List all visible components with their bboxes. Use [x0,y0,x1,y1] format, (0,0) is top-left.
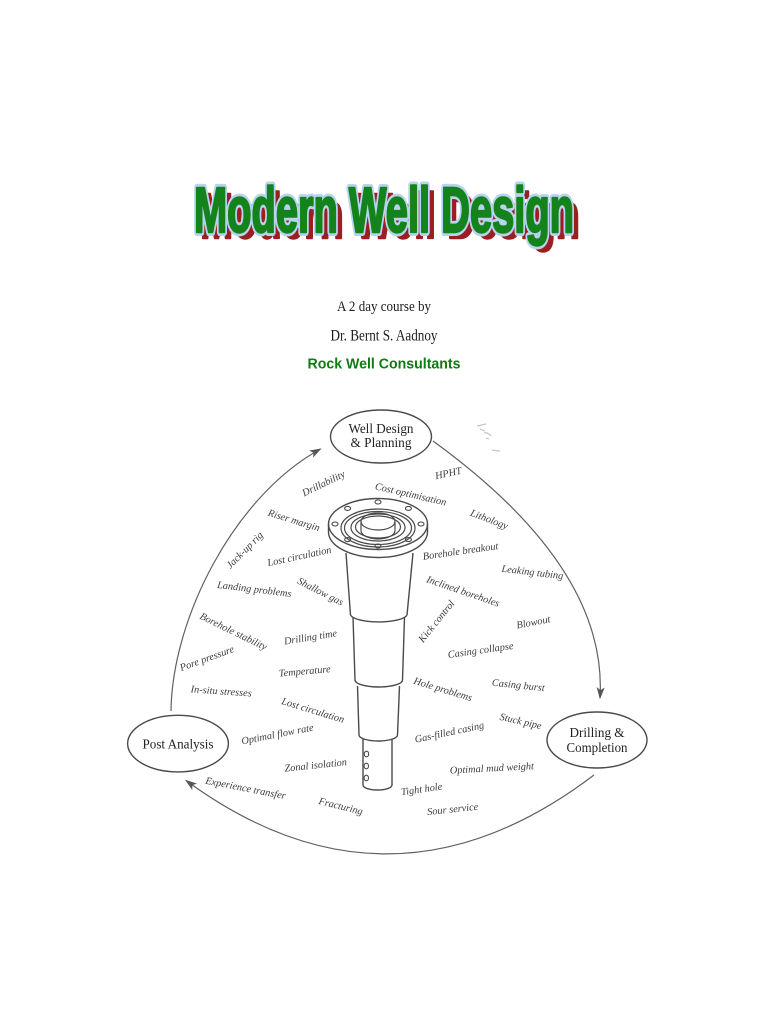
svg-text:Hole problems: Hole problems [411,676,473,705]
svg-text:Pore pressure: Pore pressure [178,644,237,674]
svg-text:Gas-filled casing: Gas-filled casing [414,720,485,745]
svg-text:Experience transfer: Experience transfer [203,776,287,803]
svg-text:Blowout: Blowout [516,614,553,632]
svg-text:Borehole breakout: Borehole breakout [422,541,500,563]
svg-text:& Planning: & Planning [351,435,412,450]
svg-text:Completion: Completion [567,740,628,755]
svg-text:Tight hole: Tight hole [400,782,443,799]
svg-text:Well Design: Well Design [349,421,414,436]
svg-text:Casing collapse: Casing collapse [447,641,514,661]
svg-text:Modern Well Design: Modern Well Design [200,180,580,252]
svg-text:Landing problems: Landing problems [215,580,292,600]
svg-text:Modern Well Design: Modern Well Design [194,174,574,246]
svg-text:HPHT: HPHT [433,466,464,483]
svg-text:Lithology: Lithology [468,507,510,532]
svg-text:Zonal isolation: Zonal isolation [284,757,347,774]
svg-text:Leaking tubing: Leaking tubing [500,564,564,583]
svg-text:Riser margin: Riser margin [265,508,321,535]
svg-text:Drilling &: Drilling & [570,725,625,740]
svg-text:Modern Well Design: Modern Well Design [194,174,574,246]
svg-text:Sour service: Sour service [427,802,479,818]
svg-text:Optimal flow rate: Optimal flow rate [241,722,315,747]
svg-text:Jack-up rig: Jack-up rig [225,530,266,571]
svg-text:Dr. Bernt S. Aadnoy: Dr. Bernt S. Aadnoy [331,328,438,345]
svg-text:Optimal mud weight: Optimal mud weight [450,761,536,776]
svg-text:Lost circulation: Lost circulation [266,545,333,570]
svg-text:Rock Well Consultants: Rock Well Consultants [308,357,461,373]
svg-text:Borehole stability: Borehole stability [198,611,269,653]
svg-text:Lost circulation: Lost circulation [279,696,345,726]
svg-text:A 2 day course by: A 2 day course by [337,299,432,315]
svg-text:Drilling time: Drilling time [282,628,338,647]
svg-text:Fracturing: Fracturing [316,796,363,818]
svg-text:Inclined boreholes: Inclined boreholes [424,574,501,610]
svg-text:Temperature: Temperature [278,664,331,680]
svg-text:Kick control: Kick control [416,599,457,646]
svg-text:Casing burst: Casing burst [491,678,546,695]
svg-text:Shallow gas: Shallow gas [295,576,345,609]
svg-text:In-situ stresses: In-situ stresses [189,684,252,699]
svg-text:Stuck pipe: Stuck pipe [499,712,543,732]
svg-text:Drillability: Drillability [300,469,348,500]
svg-text:Post Analysis: Post Analysis [143,737,214,752]
